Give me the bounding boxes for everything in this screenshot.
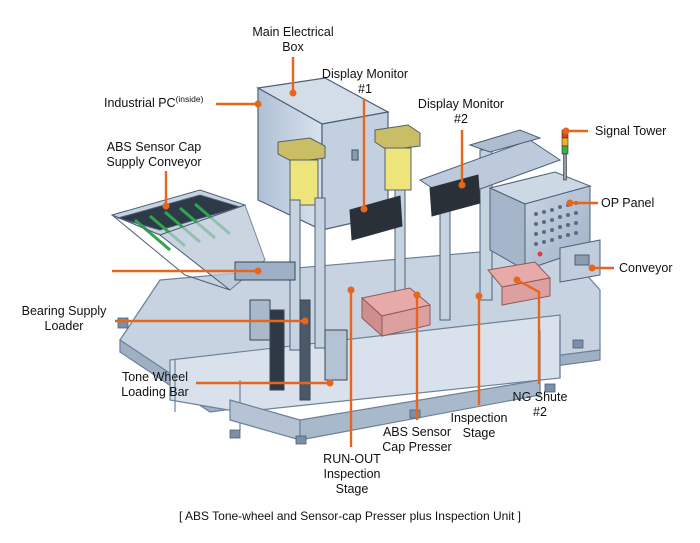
label-ng-shute-line1: NG Shute: [512, 390, 568, 404]
label-industrial-pc-text: Industrial PC: [104, 96, 176, 110]
label-industrial-pc-sup: (inside): [175, 93, 204, 104]
label-main-box-line1: Main Electrical: [252, 25, 334, 39]
label-tone-wheel-loading-bar: Tone Wheel Loading Bar: [110, 370, 200, 400]
leader-ng-shute: [516, 278, 541, 384]
signal-tower: [561, 129, 569, 181]
label-inspection-stage: Inspection Stage: [444, 411, 514, 441]
label-conveyor: Conveyor: [619, 261, 673, 276]
label-tone-wheel-line2: Loading Bar: [121, 385, 189, 399]
leader-endpoints: [162, 89, 596, 387]
label-presser-line1: ABS Sensor: [382, 425, 452, 439]
label-runout-line2: Inspection: [323, 467, 381, 481]
label-conveyor-text: Conveyor: [619, 261, 673, 275]
label-abs-conveyor-line2: Supply Conveyor: [106, 155, 202, 169]
label-display-monitor-2: Display Monitor #2: [406, 97, 516, 127]
label-display1-line2: #1: [358, 82, 372, 96]
label-industrial-pc: Industrial PC(inside): [104, 93, 204, 111]
label-display2-line2: #2: [454, 112, 468, 126]
label-op-panel: OP Panel: [601, 196, 654, 211]
label-main-electrical-box: Main Electrical Box: [238, 25, 348, 55]
label-runout-line3: Stage: [335, 482, 369, 496]
label-display1-line1: Display Monitor: [321, 67, 409, 81]
label-abs-sensor-cap-presser: ABS Sensor Cap Presser: [374, 425, 460, 455]
label-bearing-line1: Bearing Supply: [21, 304, 107, 318]
label-signal-tower: Signal Tower: [595, 124, 666, 139]
label-presser-line2: Cap Presser: [382, 440, 452, 454]
label-bearing-supply-loader: Bearing Supply Loader: [14, 304, 114, 334]
label-signal-tower-text: Signal Tower: [595, 124, 667, 138]
label-abs-sensor-cap-conveyor: ABS Sensor Cap Supply Conveyor: [94, 140, 214, 170]
label-tone-wheel-line1: Tone Wheel: [121, 370, 188, 384]
presser-columns: [277, 124, 421, 206]
label-display-monitor-1: Display Monitor #1: [310, 67, 420, 97]
label-display2-line1: Display Monitor: [417, 97, 505, 111]
label-runout-inspection-stage: RUN-OUT Inspection Stage: [312, 452, 392, 497]
label-ng-shute-line2: #2: [533, 405, 547, 419]
machine-feet: [117, 317, 584, 445]
label-inspection-line1: Inspection: [450, 411, 508, 425]
label-main-box-line2: Box: [282, 40, 304, 54]
label-runout-line1: RUN-OUT: [323, 452, 381, 466]
label-inspection-line2: Stage: [462, 426, 496, 440]
label-op-panel-text: OP Panel: [601, 196, 655, 210]
label-bearing-line2: Loader: [44, 319, 84, 333]
label-ng-shute-2: NG Shute #2: [505, 390, 575, 420]
abs-supply-conveyor: [110, 189, 266, 291]
leader-lines: [112, 57, 614, 447]
right-conveyor: [559, 239, 601, 283]
label-abs-conveyor-line1: ABS Sensor Cap: [106, 140, 202, 154]
figure-caption: [ ABS Tone-wheel and Sensor-cap Presser …: [179, 509, 521, 523]
